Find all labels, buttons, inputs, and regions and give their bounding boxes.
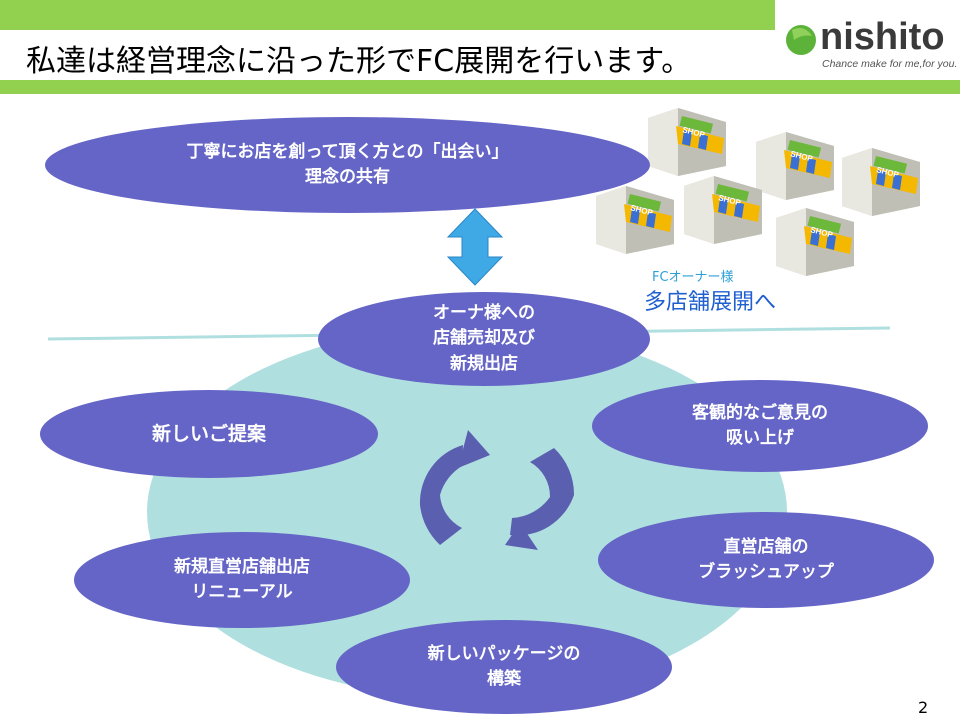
cycle-node-bottom: 新しいパッケージの 構築 <box>336 620 672 714</box>
cycle-node-right-upper: 客観的なご意見の 吸い上げ <box>592 380 928 472</box>
philosophy-line-2: 理念の共有 <box>304 167 390 187</box>
shop-buildings-icon <box>596 108 920 276</box>
cycle-node-bottom-line-1: 新しいパッケージの <box>427 643 581 664</box>
page-title: 私達は経営理念に沿った形でFC展開を行います。 <box>26 44 692 79</box>
cycle-node-right-lower: 直営店舗の ブラッシュアップ <box>598 512 934 608</box>
philosophy-ellipse: 丁寧にお店を創って頂く方との「出会い」 理念の共有 <box>45 117 650 213</box>
shop-icon <box>842 148 920 216</box>
header-green-band-top <box>0 0 775 30</box>
shop-icon <box>596 186 674 254</box>
cycle-node-right-lower-line-1: 直営店舗の <box>723 536 809 557</box>
cycle-node-top-line-3: 新規出店 <box>450 353 518 374</box>
header-green-band-bottom <box>0 80 960 94</box>
owner-main-text: 多店舗展開へ <box>644 290 777 315</box>
shop-icon <box>684 176 762 244</box>
cycle-node-top-line-2: 店舗売却及び <box>433 328 535 349</box>
title-box <box>0 30 775 80</box>
cycle-arrows-icon <box>419 430 575 550</box>
cycle-node-bottom-line-2: 構築 <box>486 669 521 689</box>
cycle-node-left-lower-line-2: リニューアル <box>191 582 293 602</box>
shop-icon <box>756 132 834 200</box>
logo-text: nishito <box>820 16 945 58</box>
shop-icon <box>776 208 854 276</box>
cycle-node-top: オーナ様への 店舗売却及び 新規出店 <box>318 292 650 386</box>
philosophy-line-1: 丁寧にお店を創って頂く方との「出会い」 <box>186 141 509 162</box>
page-number: 2 <box>918 698 929 717</box>
cycle-node-left-upper: 新しいご提案 <box>40 390 378 478</box>
cycle-node-left-lower-line-1: 新規直営店舗出店 <box>174 556 310 577</box>
owner-label: FCオーナー様 <box>652 270 734 285</box>
shop-icon <box>648 108 726 176</box>
up-down-arrow-icon <box>446 208 504 286</box>
cycle-node-right-upper-line-2: 吸い上げ <box>726 428 794 448</box>
cycle-node-right-upper-line-1: 客観的なご意見の <box>692 402 828 423</box>
cycle-node-left-lower: 新規直営店舗出店 リニューアル <box>74 532 410 628</box>
cycle-node-right-lower-line-2: ブラッシュアップ <box>698 562 834 582</box>
cycle-node-left-upper-line-1: 新しいご提案 <box>151 422 266 445</box>
cycle-node-top-line-1: オーナ様への <box>433 302 535 323</box>
logo-leaf-icon <box>786 25 816 55</box>
logo-tagline: Chance make for me,for you. <box>822 58 958 70</box>
